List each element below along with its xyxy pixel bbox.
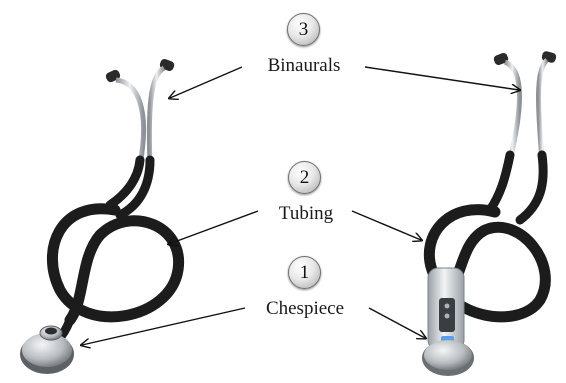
tubing-label: Tubing: [226, 203, 386, 225]
chespiece-label: Chespiece: [225, 298, 385, 320]
binaurals-label: Binaurals: [224, 55, 384, 77]
digital-stethoscope-image: [422, 50, 557, 376]
number-badge-2: 2: [288, 161, 321, 194]
number-badge-1: 1: [288, 256, 321, 289]
acoustic-stethoscope-image: [20, 58, 179, 374]
binaurals-right-arrow: [365, 67, 519, 90]
number-badge-3: 3: [287, 13, 320, 46]
